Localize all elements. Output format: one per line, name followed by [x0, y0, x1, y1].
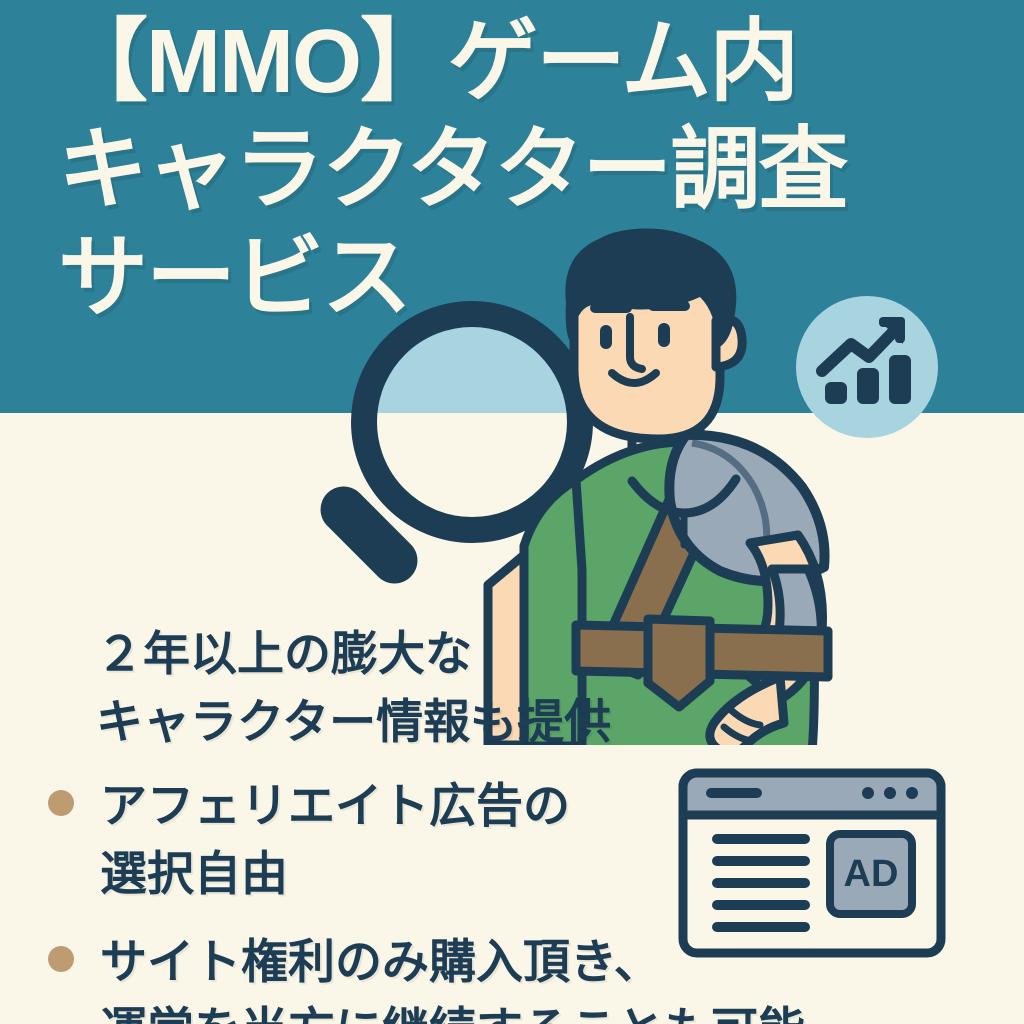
window-dot	[862, 787, 874, 799]
game-character-illustration	[480, 225, 900, 783]
lead-copy-line-2: キャラクター情報も提供	[96, 695, 612, 748]
trend-chart-badge-icon	[793, 293, 941, 441]
window-dot	[884, 787, 896, 799]
bullet-dot-icon	[48, 790, 74, 816]
list-item: アフェリエイト広告の 選択自由	[48, 772, 748, 908]
page-title-line-1: 【MMO】ゲーム内	[58, 12, 799, 112]
magnifying-glass-icon	[300, 300, 610, 600]
window-dot	[906, 787, 918, 799]
lead-copy: ２年以上の膨大な キャラクター情報も提供	[96, 620, 716, 756]
page-title-line-2: キャラクタター調査	[58, 120, 848, 220]
bullet-line-2: 運営を当方に継続することも可能	[100, 996, 805, 1024]
bullet-line-2: 選択自由	[100, 847, 288, 900]
bullet-line-1: アフェリエイト広告の	[100, 779, 570, 832]
bullet-line-1: サイト権利のみ購入頂き、	[100, 935, 661, 988]
page-title: 【MMO】ゲーム内 キャラクタター調査 サービス	[58, 8, 938, 332]
bullet-dot-icon	[48, 946, 74, 972]
page-title-line-3: サービス	[58, 228, 412, 328]
lead-copy-line-1: ２年以上の膨大な	[96, 627, 472, 680]
list-item: サイト権利のみ購入頂き、 運営を当方に継続することも可能	[48, 928, 805, 1024]
feature-bullet-list: アフェリエイト広告の 選択自由 サイト権利のみ購入頂き、 運営を当方に継続するこ…	[48, 772, 805, 1024]
ad-label: AD	[844, 853, 899, 895]
browser-ad-illustration: AD	[678, 768, 946, 958]
